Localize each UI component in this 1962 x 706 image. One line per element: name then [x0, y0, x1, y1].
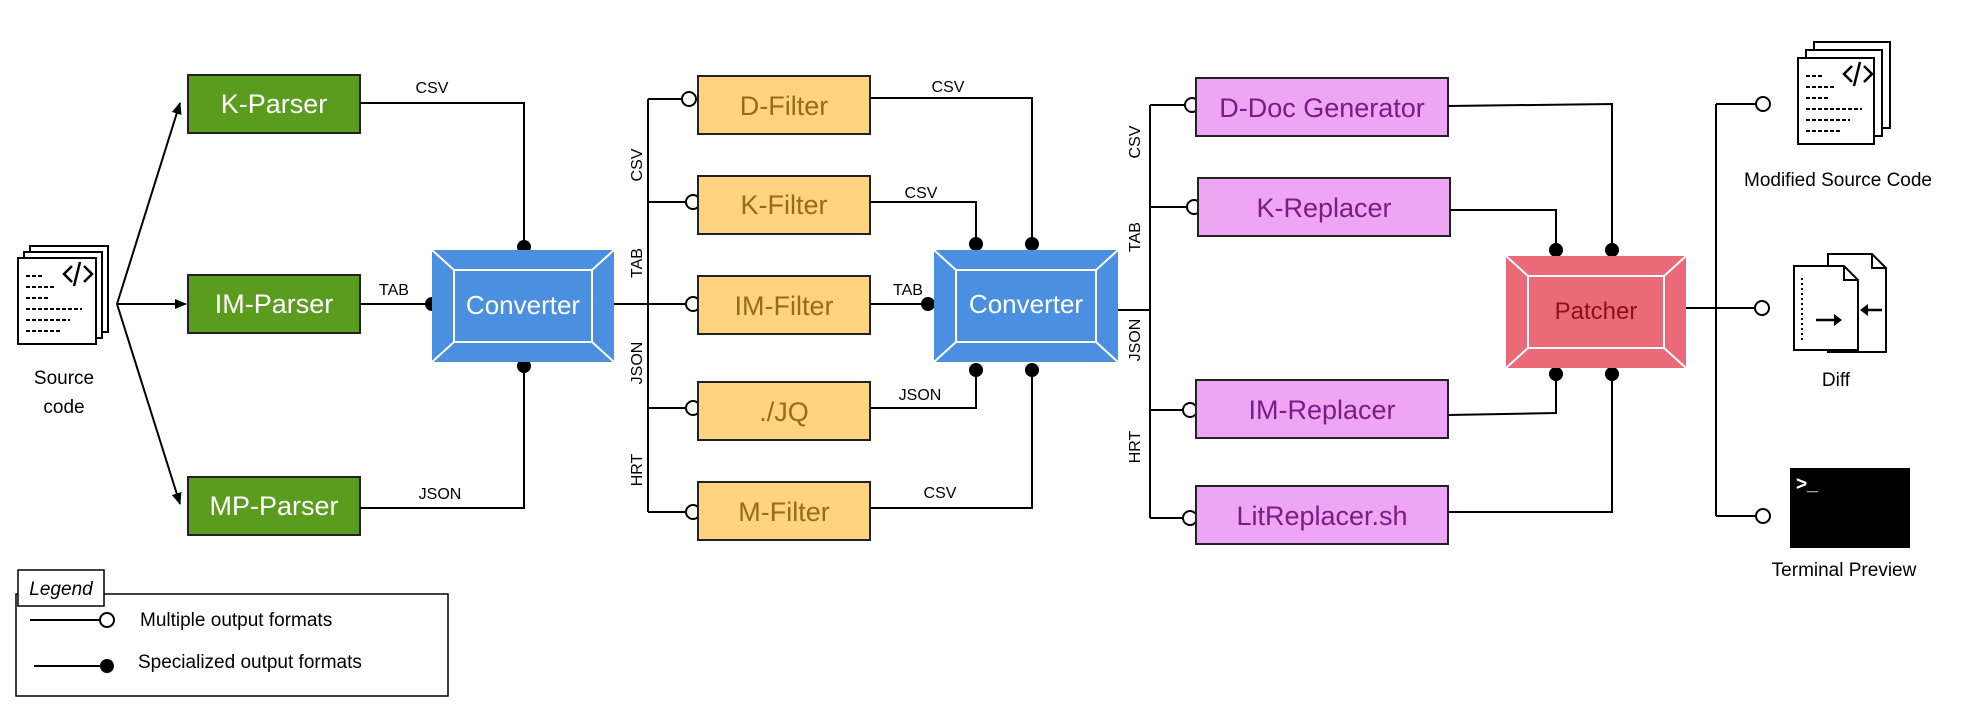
k-filter-box: K-Filter: [697, 175, 871, 235]
k-replacer-box: K-Replacer: [1197, 177, 1451, 237]
specialized-port-dot: [1549, 243, 1563, 257]
litreplacer-label: LitReplacer.sh: [1236, 501, 1407, 531]
im-filter-output-format: TAB: [893, 282, 923, 299]
d-filter-label: D-Filter: [740, 91, 829, 121]
edge-k-replacer-to-patcher: [1450, 209, 1557, 250]
specialized-port-dot: [969, 237, 983, 251]
d-filter-box: D-Filter: [697, 75, 871, 135]
edge-source-to-k-parser: [116, 102, 182, 305]
code-document-icon: [1797, 41, 1891, 145]
terminal-preview-label: Terminal Preview: [1772, 560, 1917, 581]
source-code-label-line1: Source: [34, 368, 94, 389]
diff-icon: [1793, 253, 1887, 353]
multiple-port-circle: [1182, 510, 1198, 526]
modified-source-code-label: Modified Source Code: [1744, 170, 1932, 191]
mp-parser-box: MP-Parser: [187, 476, 361, 536]
edge-m-filter-to-converter2: [870, 370, 1033, 509]
converter2-format-csv: CSV: [1127, 125, 1144, 158]
edge-jq-to-converter2: [870, 370, 977, 409]
im-replacer-box: IM-Replacer: [1195, 379, 1449, 439]
edge-mp-parser-to-converter1: [360, 366, 525, 509]
k-filter-output-format: CSV: [905, 185, 938, 202]
edge-d-filter-to-converter2: [870, 97, 1033, 244]
multiple-port-circle: [681, 91, 697, 107]
specialized-port-dot: [1605, 367, 1619, 381]
legend-multiple-label: Multiple output formats: [140, 610, 332, 631]
m-filter-box: M-Filter: [697, 481, 871, 541]
modified-source-code-node: Modified Source Code: [1744, 41, 1932, 191]
edge-source-to-mp-parser: [116, 303, 182, 505]
k-parser-box: K-Parser: [187, 74, 361, 134]
converter2-format-json: JSON: [1127, 319, 1144, 362]
specialized-port-dot: [1025, 237, 1039, 251]
im-replacer-label: IM-Replacer: [1248, 395, 1395, 425]
m-filter-output-format: CSV: [924, 485, 957, 502]
legend-multiple-circle: [99, 612, 115, 628]
specialized-port-dot: [1549, 367, 1563, 381]
converter1-label: Converter: [466, 290, 580, 320]
converter1-box: Converter: [431, 249, 615, 363]
terminal-preview-node: >_ Terminal Preview: [1772, 468, 1917, 581]
specialized-port-dot: [969, 363, 983, 377]
specialized-port-dot: [921, 297, 935, 311]
diff-label: Diff: [1822, 370, 1851, 391]
converter1-format-csv: CSV: [629, 148, 646, 181]
legend-specialized-label: Specialized output formats: [138, 652, 362, 673]
mp-parser-output-format: JSON: [419, 486, 462, 503]
specialized-port-dot: [1025, 363, 1039, 377]
legend-specialized-dot: [100, 659, 114, 673]
d-doc-generator-label: D-Doc Generator: [1219, 93, 1425, 123]
terminal-icon: >_: [1790, 468, 1910, 548]
converter1-format-tab: TAB: [629, 248, 646, 278]
legend-title: Legend: [29, 579, 94, 600]
multiple-port-circle: [1182, 402, 1198, 418]
converter2-format-hrt: HRT: [1127, 430, 1144, 463]
d-doc-generator-box: D-Doc Generator: [1195, 77, 1449, 137]
mp-parser-label: MP-Parser: [209, 491, 338, 521]
diff-node: Diff: [1793, 253, 1887, 391]
terminal-prompt: >_: [1796, 474, 1818, 495]
edge-litreplacer-to-patcher: [1448, 374, 1613, 513]
multiple-port-circle: [1754, 300, 1770, 316]
patcher-box: Patcher: [1505, 255, 1687, 369]
source-code-label-line2: code: [43, 397, 84, 418]
d-filter-output-format: CSV: [932, 79, 965, 96]
litreplacer-box: LitReplacer.sh: [1195, 485, 1449, 545]
k-replacer-label: K-Replacer: [1256, 193, 1391, 223]
converter1-format-json: JSON: [629, 342, 646, 385]
legend: Legend Multiple output formats Specializ…: [15, 569, 449, 697]
k-parser-label: K-Parser: [221, 89, 328, 119]
converter2-format-tab: TAB: [1127, 222, 1144, 252]
m-filter-label: M-Filter: [738, 497, 829, 527]
im-parser-output-format: TAB: [379, 282, 409, 299]
jq-box: ./JQ: [697, 381, 871, 441]
multiple-port-circle: [1755, 508, 1771, 524]
k-filter-label: K-Filter: [741, 190, 828, 220]
converter2-box: Converter: [933, 249, 1119, 363]
patcher-label: Patcher: [1555, 298, 1638, 325]
im-parser-box: IM-Parser: [187, 274, 361, 334]
converter1-format-hrt: HRT: [629, 453, 646, 486]
edge-d-doc-generator-to-patcher: [1447, 102, 1613, 250]
edge-k-filter-to-converter2: [870, 201, 977, 244]
specialized-port-dot: [517, 359, 531, 373]
edge-im-replacer-to-patcher: [1447, 374, 1557, 416]
edge-k-parser-to-converter1: [360, 102, 525, 247]
source-code-icon: [17, 245, 109, 345]
source-code-node: Source code: [17, 245, 109, 418]
im-filter-label: IM-Filter: [735, 291, 834, 321]
specialized-port-dot: [1605, 243, 1619, 257]
im-filter-box: IM-Filter: [697, 275, 871, 335]
multiple-port-circle: [1755, 96, 1771, 112]
jq-label: ./JQ: [759, 397, 809, 427]
k-parser-output-format: CSV: [416, 80, 449, 97]
converter2-label: Converter: [969, 289, 1083, 319]
im-parser-label: IM-Parser: [215, 289, 334, 319]
jq-output-format: JSON: [899, 387, 942, 404]
